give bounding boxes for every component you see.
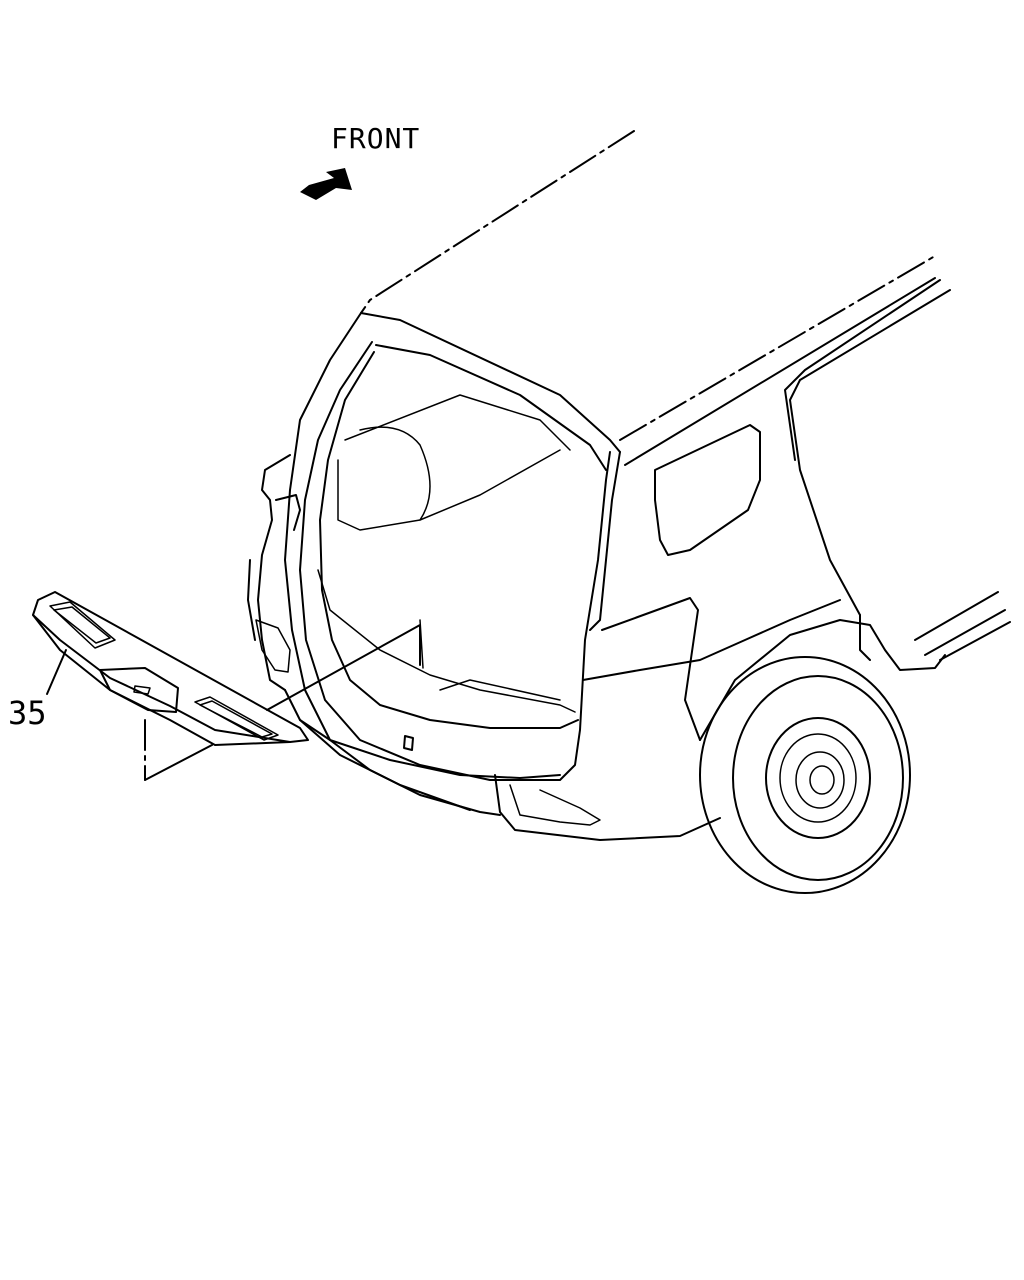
front-arrow-icon — [300, 168, 352, 200]
front-label: FRONT — [331, 122, 421, 155]
vehicle-rear-icon — [247, 130, 1011, 894]
part-callout-35: 35 — [8, 694, 47, 732]
scuff-plate-icon — [32, 591, 421, 781]
